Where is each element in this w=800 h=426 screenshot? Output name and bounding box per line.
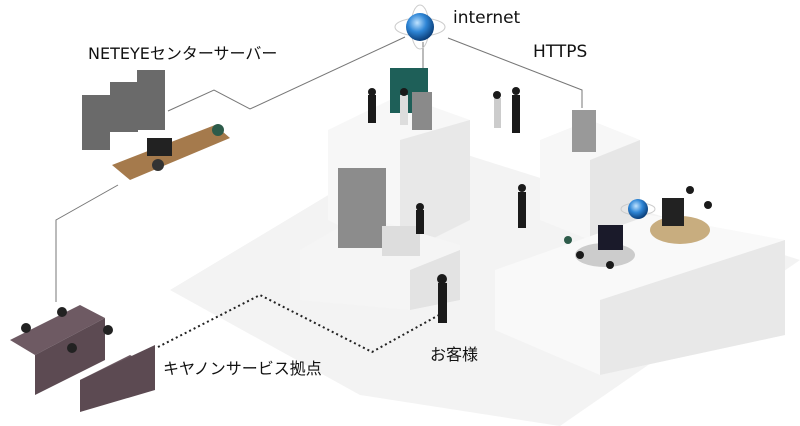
copier	[412, 92, 432, 130]
connection-line-https	[447, 37, 583, 108]
https-label: HTTPS	[533, 42, 588, 62]
canon-service-base-label: キヤノンサービス拠点	[163, 359, 322, 378]
operator-person	[152, 159, 164, 171]
operator-person	[212, 124, 224, 136]
center-server-label: NETEYEセンターサーバー	[88, 44, 278, 63]
desk	[382, 226, 420, 256]
building-blocks	[300, 95, 785, 375]
customer-label: お客様	[430, 345, 479, 364]
people	[368, 87, 712, 323]
display-screen	[662, 198, 684, 226]
customer-globe-icon	[620, 199, 656, 219]
connection-line-server	[167, 36, 406, 112]
server-racks	[82, 70, 165, 150]
document-cabinet	[338, 168, 386, 248]
connection-line-canon	[55, 184, 119, 302]
printer	[572, 110, 596, 152]
call-center-cubicles	[10, 305, 155, 412]
internet-globe-icon	[394, 4, 446, 50]
internet-label: internet	[453, 8, 521, 28]
monitor	[147, 138, 172, 156]
display-screen	[598, 225, 623, 250]
